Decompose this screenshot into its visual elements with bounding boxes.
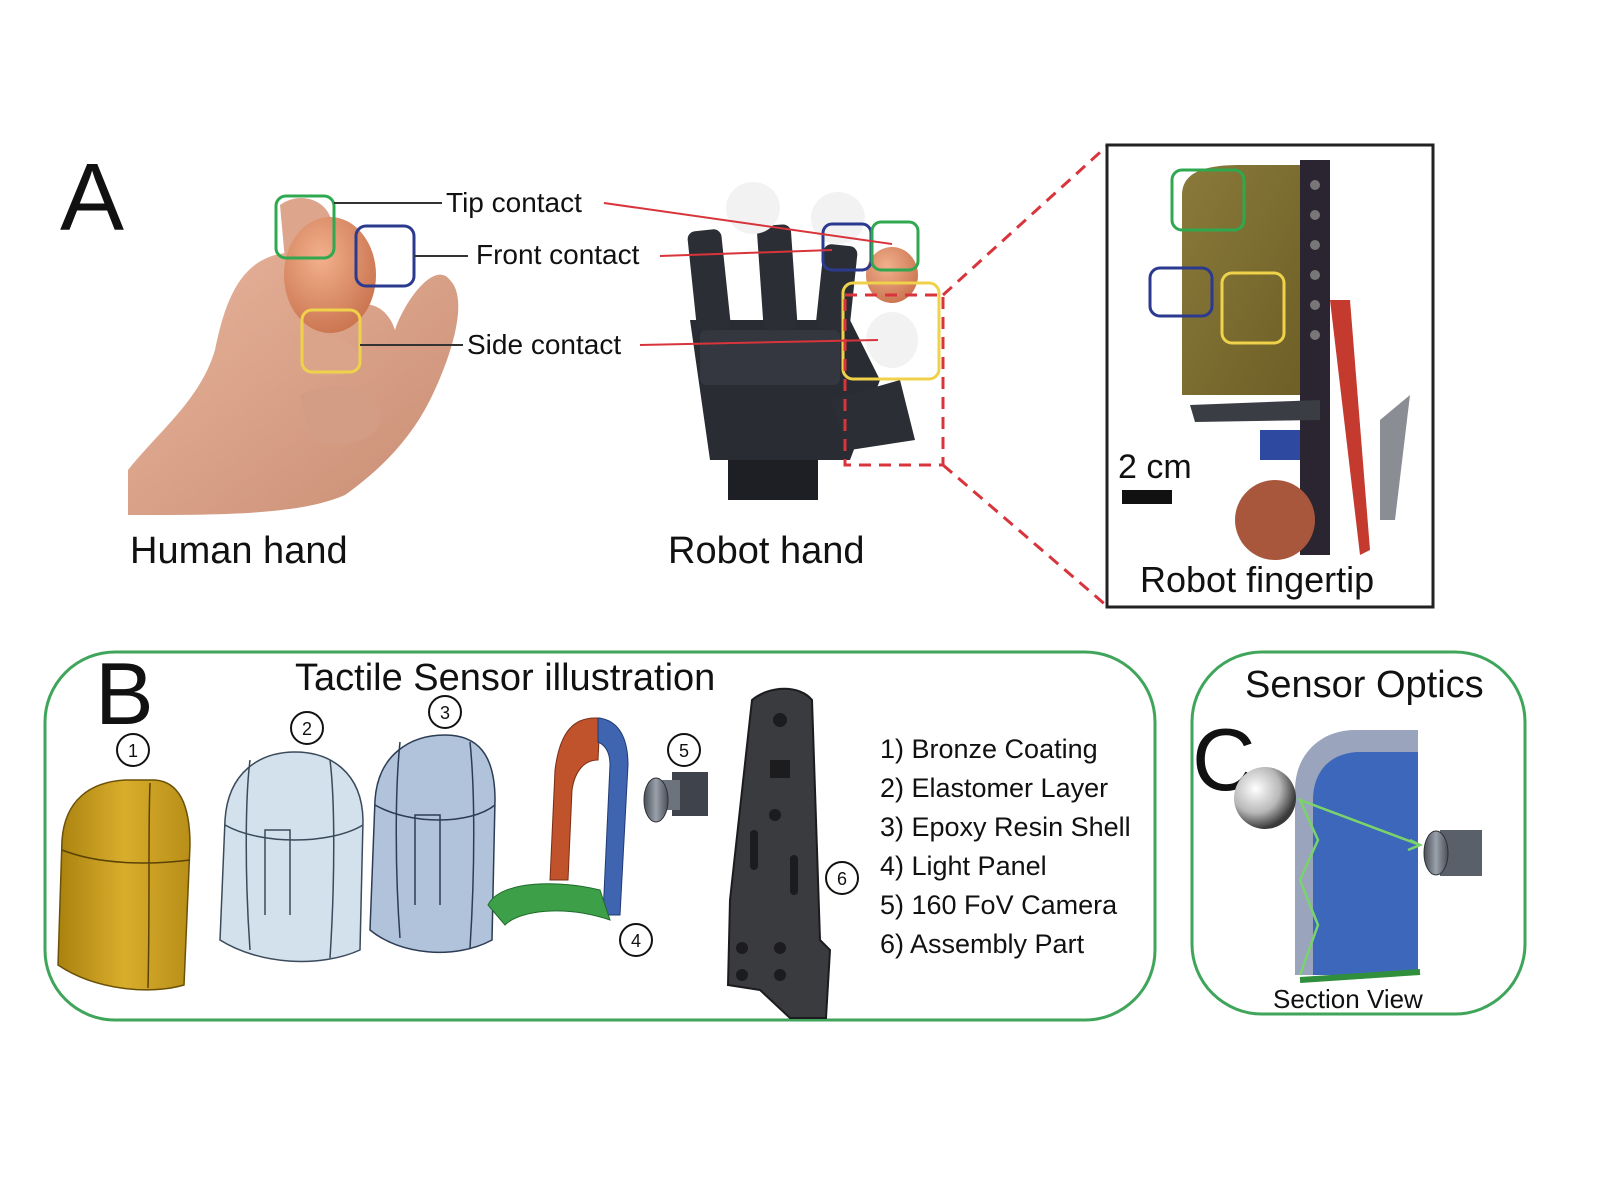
bronze-coating-part — [57, 779, 191, 991]
part-marker-3: 3 — [428, 695, 462, 729]
section-view-label: Section View — [1273, 984, 1423, 1014]
svg-text:6: 6 — [837, 869, 847, 889]
parts-legend-item: 4) Light Panel — [880, 851, 1047, 881]
svg-text:5: 5 — [679, 741, 689, 761]
parts-legend-item: 1) Bronze Coating — [880, 734, 1098, 764]
panel-b-letter: B — [95, 644, 154, 743]
contact-leaders — [334, 202, 893, 346]
part-marker-4: 4 — [619, 923, 653, 957]
robot-fingertip-inset: 2 cm Robot fingertip — [1105, 143, 1435, 609]
scale-bar-label: 2 cm — [1118, 448, 1192, 486]
part-marker-5: 5 — [667, 733, 701, 767]
svg-text:1: 1 — [128, 741, 138, 761]
tip-contact-label: Tip contact — [446, 187, 582, 218]
parts-legend-item: 2) Elastomer Layer — [880, 773, 1108, 803]
elastomer-layer-part — [219, 751, 364, 963]
parts-legend-item: 6) Assembly Part — [880, 929, 1085, 959]
part-marker-2: 2 — [290, 711, 324, 745]
part-marker-1: 1 — [116, 733, 150, 767]
part-marker-6: 6 — [825, 861, 859, 895]
zoom-region — [843, 293, 945, 467]
scale-bar — [1122, 490, 1172, 504]
parts-legend-item: 5) 160 FoV Camera — [880, 890, 1118, 920]
svg-text:2: 2 — [302, 719, 312, 739]
zoom-connector-bottom — [942, 463, 1108, 608]
panel-c-title: Sensor Optics — [1245, 664, 1484, 706]
robot-hand-label: Robot hand — [668, 530, 865, 572]
front-contact-label: Front contact — [476, 239, 640, 270]
panel-a-letter: A — [60, 144, 124, 251]
camera-part — [643, 772, 708, 823]
robot-fingertip-label: Robot fingertip — [1140, 559, 1374, 600]
panel-c-frame — [1190, 650, 1527, 1016]
epoxy-resin-shell-part — [369, 734, 496, 954]
human-hand-label: Human hand — [130, 530, 348, 572]
panel-b-title: Tactile Sensor illustration — [295, 657, 715, 699]
light-panel-part — [487, 717, 629, 926]
svg-text:4: 4 — [631, 931, 641, 951]
assembly-part — [726, 687, 832, 1019]
parts-legend-item: 3) Epoxy Resin Shell — [880, 812, 1131, 842]
zoom-connector-top — [941, 144, 1109, 297]
parts-legend: 1) Bronze Coating 2) Elastomer Layer 3) … — [880, 734, 1131, 959]
panel-b-frame — [43, 650, 1157, 1022]
svg-text:3: 3 — [440, 703, 450, 723]
human-hand-photo — [128, 194, 459, 515]
side-contact-label: Side contact — [467, 329, 621, 360]
section-view-diagram — [1234, 730, 1482, 983]
